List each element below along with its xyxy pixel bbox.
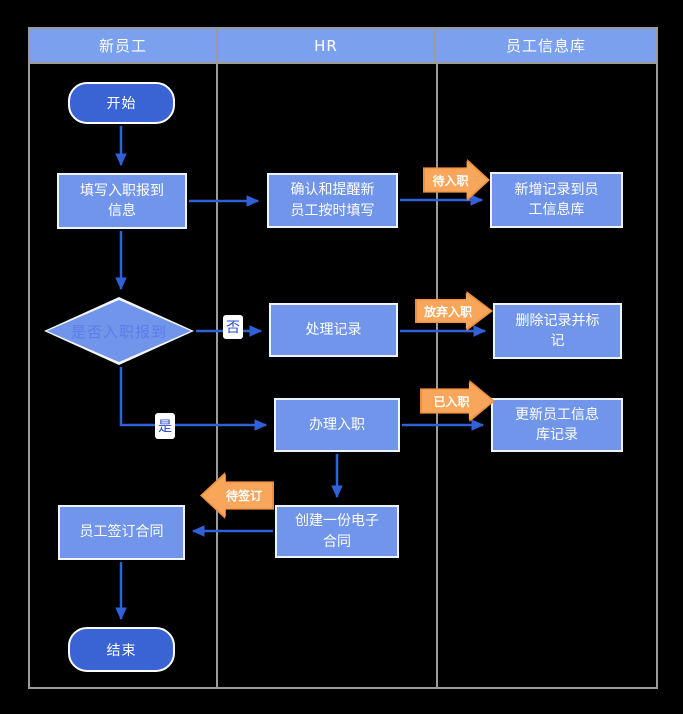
badge-label: 待入职 <box>432 173 469 188</box>
status-badge-pending-onboard[interactable]: 待入职 <box>423 159 490 201</box>
lane-header-row: 新员工 HR 员工信息库 <box>28 27 658 64</box>
node-update-record[interactable]: 更新员工信息 库记录 <box>491 398 623 452</box>
node-delete-record[interactable]: 删除记录并标 记 <box>493 303 622 359</box>
status-badge-abandon-onboard[interactable]: 放弃入职 <box>415 291 493 331</box>
node-handle-onboarding[interactable]: 办理入职 <box>274 398 400 452</box>
lane-header-new-employee[interactable]: 新员工 <box>98 37 147 55</box>
node-start[interactable]: 开始 <box>68 82 175 124</box>
edge-label-yes: 是 <box>155 413 175 439</box>
status-badge-onboarded[interactable]: 已入职 <box>420 380 495 422</box>
lane-header-hr[interactable]: HR <box>216 29 434 62</box>
badge-label: 放弃入职 <box>423 304 472 319</box>
badge-label: 已入职 <box>433 394 470 409</box>
node-create-contract[interactable]: 创建一份电子 合同 <box>275 505 399 558</box>
lane-divider-2 <box>436 64 438 687</box>
node-process-record[interactable]: 处理记录 <box>269 303 398 357</box>
node-sign-contract[interactable]: 员工签订合同 <box>58 505 185 560</box>
node-end[interactable]: 结束 <box>68 627 175 672</box>
lane-divider-1 <box>216 64 218 687</box>
status-badge-to-sign[interactable]: 待签订 <box>200 472 274 519</box>
node-confirm-remind[interactable]: 确认和提醒新 员工按时填写 <box>267 173 398 228</box>
edge-label-no: 否 <box>223 315 243 339</box>
node-fill-onboarding-info[interactable]: 填写入职报到 信息 <box>57 173 187 229</box>
decision-label: 是否入职报到 <box>70 322 167 341</box>
lane-header-employee-db[interactable]: 员工信息库 <box>434 29 656 62</box>
badge-label: 待签订 <box>225 489 262 503</box>
node-add-record[interactable]: 新增记录到员 工信息库 <box>490 172 623 228</box>
